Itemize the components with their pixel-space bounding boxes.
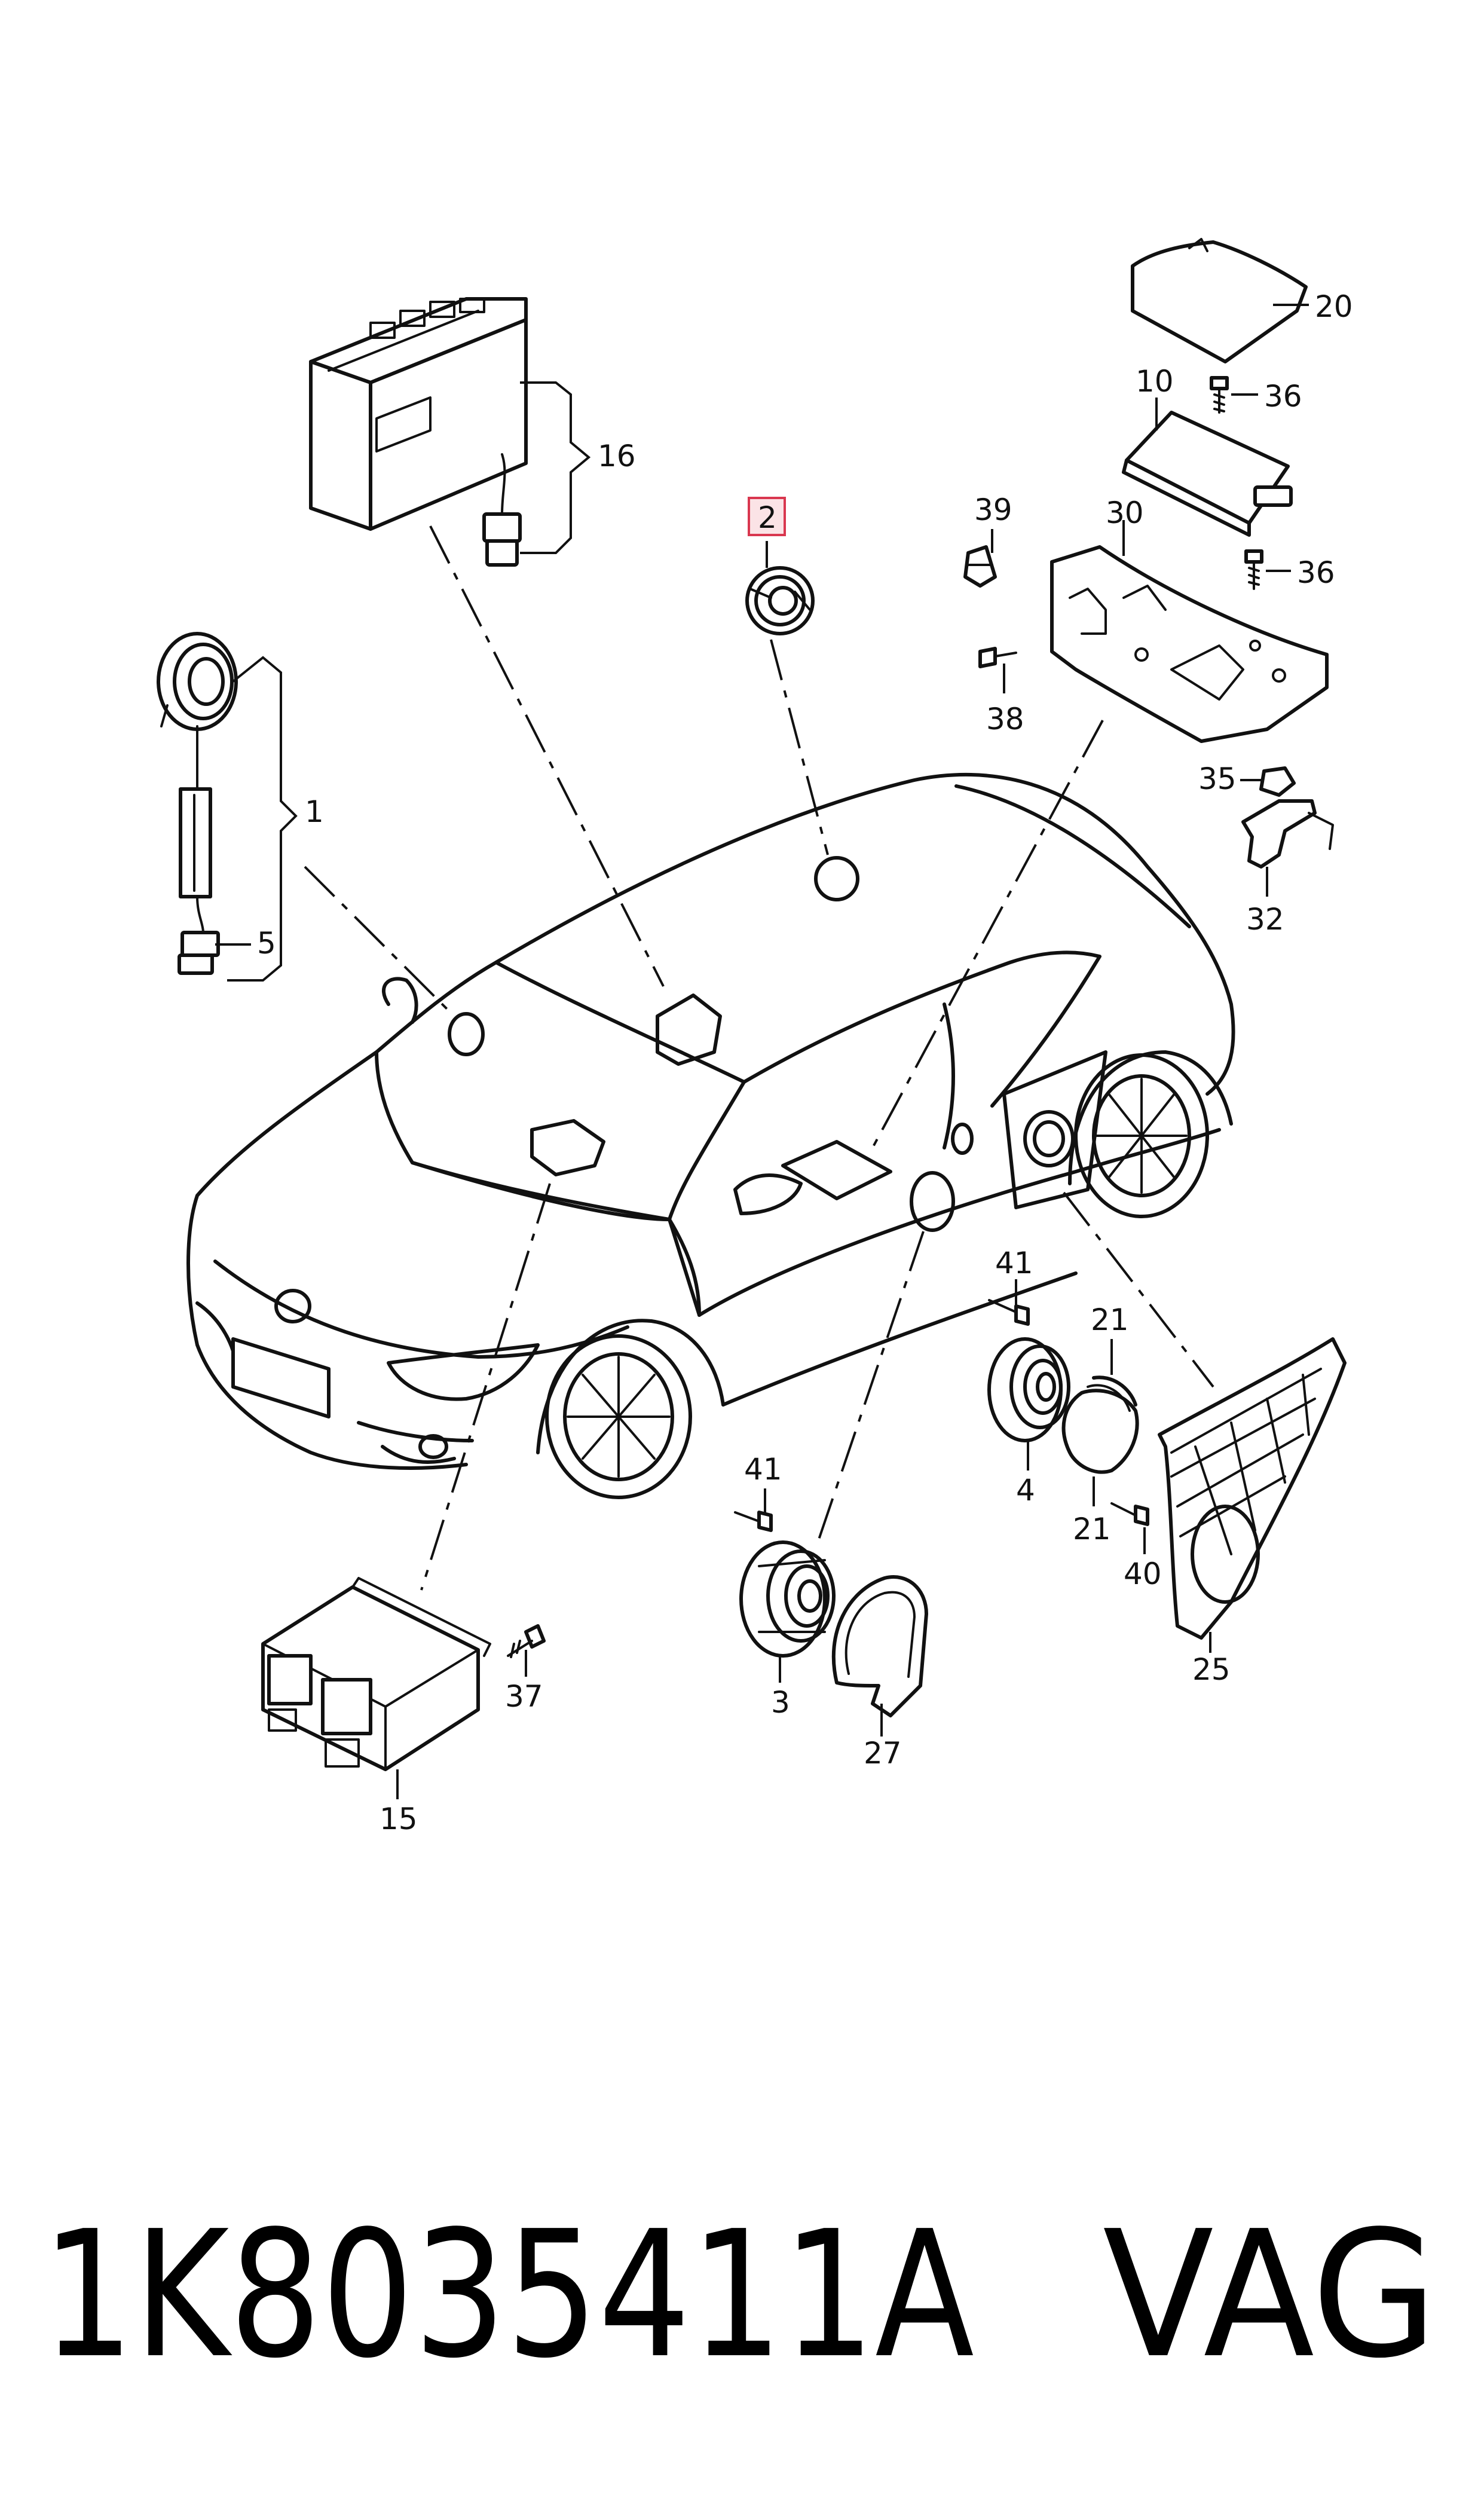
part-25-panel: [1158, 1337, 1347, 1640]
car-markers: [448, 856, 1107, 1232]
callout-25: 25: [1192, 1652, 1231, 1687]
callout-36a: 36: [1264, 379, 1302, 414]
screw-36b: [1244, 549, 1263, 590]
rivet-40: [1110, 1502, 1149, 1526]
callout-3: 3: [771, 1685, 790, 1720]
callout-37: 37: [505, 1679, 543, 1714]
rivet-41a: [988, 1299, 1030, 1326]
leader-lines: [215, 304, 1309, 1799]
part-16-unit: [309, 297, 528, 567]
callout-labels: 20 10 36 16 2 39 30 36 38 1 35 32 5 41 2…: [257, 289, 1353, 1836]
part-4-speaker: [987, 1337, 1070, 1442]
brand-name: VAG: [1103, 2193, 1437, 2396]
part-15-module: [261, 1577, 491, 1771]
screw-37: [507, 1624, 546, 1658]
part-21-ring-lower: [1061, 1389, 1139, 1474]
clip-39: [963, 545, 997, 588]
callout-16: 16: [598, 439, 636, 473]
nut-35: [1259, 766, 1296, 797]
callout-20: 20: [1315, 289, 1353, 324]
callout-4: 4: [1016, 1473, 1035, 1508]
part-27-seal: [831, 1575, 928, 1717]
rivet-41b: [734, 1511, 773, 1532]
screw-36a: [1210, 376, 1229, 414]
callout-27: 27: [864, 1736, 902, 1771]
part-21-ring-upper: [1087, 1375, 1137, 1412]
part-1-speaker: [157, 632, 238, 975]
callout-1: 1: [305, 794, 324, 829]
callout-21b: 21: [1073, 1512, 1111, 1546]
bracket-32: [1241, 799, 1334, 869]
callout-32: 32: [1246, 902, 1284, 937]
part-number: 1K8035411A: [42, 2193, 975, 2396]
footer: 1K8035411A VAG: [42, 2193, 1437, 2396]
callout-40: 40: [1124, 1557, 1162, 1591]
callout-21a: 21: [1091, 1303, 1129, 1337]
callout-35: 35: [1198, 762, 1237, 796]
callout-38: 38: [986, 702, 1024, 736]
callout-41b: 41: [744, 1452, 782, 1487]
part-2-speaker: [745, 566, 815, 635]
callout-5: 5: [257, 926, 276, 961]
car-body: [186, 772, 1235, 1499]
part-3-speaker: [739, 1540, 836, 1658]
callout-36b: 36: [1297, 555, 1335, 590]
callout-41a: 41: [995, 1246, 1033, 1280]
callout-10: 10: [1136, 364, 1174, 399]
part-30-bracket: [1050, 545, 1329, 743]
part-10-amplifier: [1122, 411, 1293, 537]
part-20-cover: [1131, 238, 1308, 363]
callout-2: 2: [758, 500, 777, 535]
callout-15: 15: [380, 1802, 418, 1836]
screw-38: [978, 647, 1017, 668]
callout-39: 39: [974, 493, 1012, 527]
callout-30: 30: [1106, 496, 1144, 530]
